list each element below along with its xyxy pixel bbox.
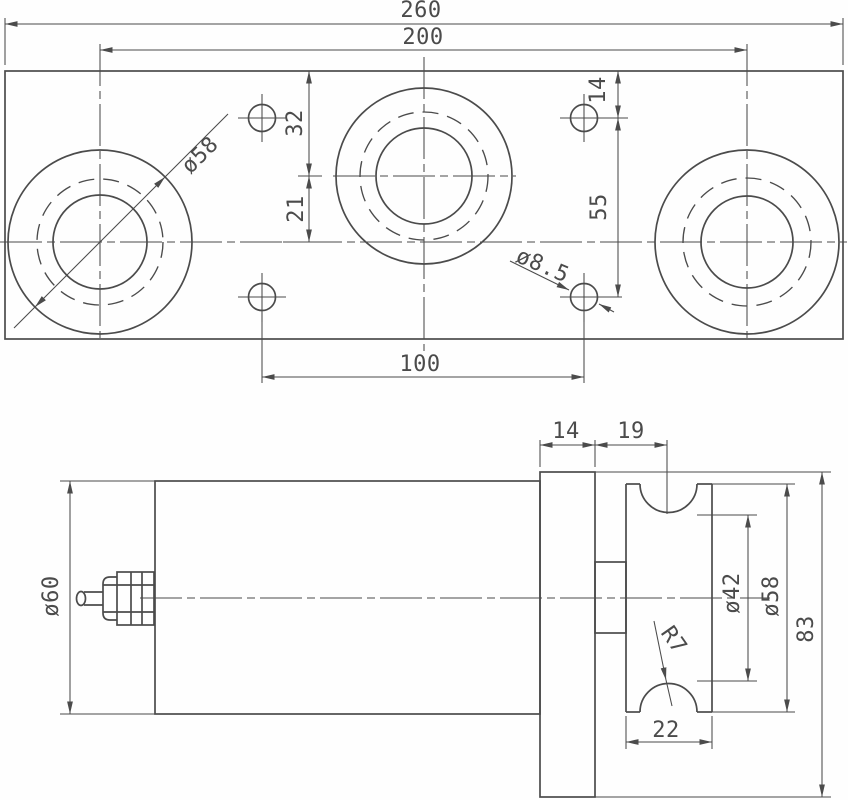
dim-groove-radius: R7 xyxy=(653,620,691,707)
sheave-outer-circle xyxy=(7,149,193,335)
dim-label-groove-root-diameter: ø42 xyxy=(720,572,745,613)
dim-overall-width: 260 xyxy=(4,0,844,65)
dimension-line xyxy=(34,176,166,308)
top-view: 260 200 32 21 14 55 ø8.5 xyxy=(0,0,847,383)
center-sheave xyxy=(335,87,513,265)
leader-tail xyxy=(13,306,36,329)
leader-line xyxy=(509,260,570,291)
sheave-hub-circle xyxy=(700,195,794,289)
groove-arc-top xyxy=(639,483,698,514)
sheave-groove-root-circle xyxy=(359,111,489,241)
side-view: ø60 14 19 ø42 ø58 xyxy=(39,419,831,798)
dim-label-edge-to-hole: 14 xyxy=(586,76,611,104)
dim-pulley-width: 22 xyxy=(625,716,713,749)
dim-label-bottom-holes-span: 100 xyxy=(399,352,440,377)
dim-small-hole-diameter: ø8.5 xyxy=(509,244,615,313)
dim-label-plate-thickness: 14 xyxy=(552,419,580,444)
dim-label-small-hole-diameter: ø8.5 xyxy=(512,244,572,288)
dim-plate-height: 83 xyxy=(595,471,831,798)
leader-line xyxy=(653,620,667,681)
dim-label-pulley-diameter: ø58 xyxy=(759,575,784,616)
dim-groove-root-diameter: ø42 xyxy=(697,514,757,682)
leader-tail xyxy=(164,113,229,178)
dim-body-diameter: ø60 xyxy=(39,480,155,715)
gland-nut xyxy=(116,571,155,626)
dim-label-pulley-width: 22 xyxy=(652,718,680,743)
centerlines xyxy=(0,44,847,351)
gland-cap xyxy=(102,576,117,621)
pulley-profile xyxy=(625,483,713,713)
sheave-outer-circle xyxy=(335,87,513,265)
dim-label-plate-to-groove-center: 19 xyxy=(617,419,645,444)
right-sheave xyxy=(654,149,840,335)
dim-sheave-centers-span: 200 xyxy=(100,25,747,53)
dim-sheave-diameter: ø58 xyxy=(13,113,229,329)
dim-label-plate-height: 83 xyxy=(794,615,819,643)
dim-vertical-offsets: 32 21 xyxy=(283,71,322,243)
cable-gland-connector xyxy=(75,571,155,626)
dim-hole-position: 14 55 xyxy=(586,71,621,297)
mounting-plate xyxy=(539,471,596,798)
leader-tail xyxy=(665,679,673,707)
sheave-outer-circle xyxy=(654,149,840,335)
dim-pulley-diameter: ø58 xyxy=(712,483,795,713)
dim-label-edge-to-center-axis: 32 xyxy=(283,109,308,137)
cable-tube-end xyxy=(75,590,87,607)
dim-label-holes-span: 55 xyxy=(587,193,612,221)
leader-line xyxy=(598,303,615,313)
dim-bottom-holes-span: 100 xyxy=(261,312,585,383)
sheave-hub-circle xyxy=(375,127,473,225)
dim-label-center-to-main-axis: 21 xyxy=(284,195,309,223)
sheave-groove-root-circle xyxy=(682,177,812,307)
dim-label-overall-width: 260 xyxy=(400,0,441,23)
groove-arc-bottom xyxy=(639,682,698,713)
dim-label-sheave-centers-span: 200 xyxy=(402,25,443,50)
dim-label-body-diameter: ø60 xyxy=(39,575,64,616)
dim-plate-and-offset: 14 19 xyxy=(539,419,668,514)
dim-label-sheave-diameter: ø58 xyxy=(177,132,224,179)
